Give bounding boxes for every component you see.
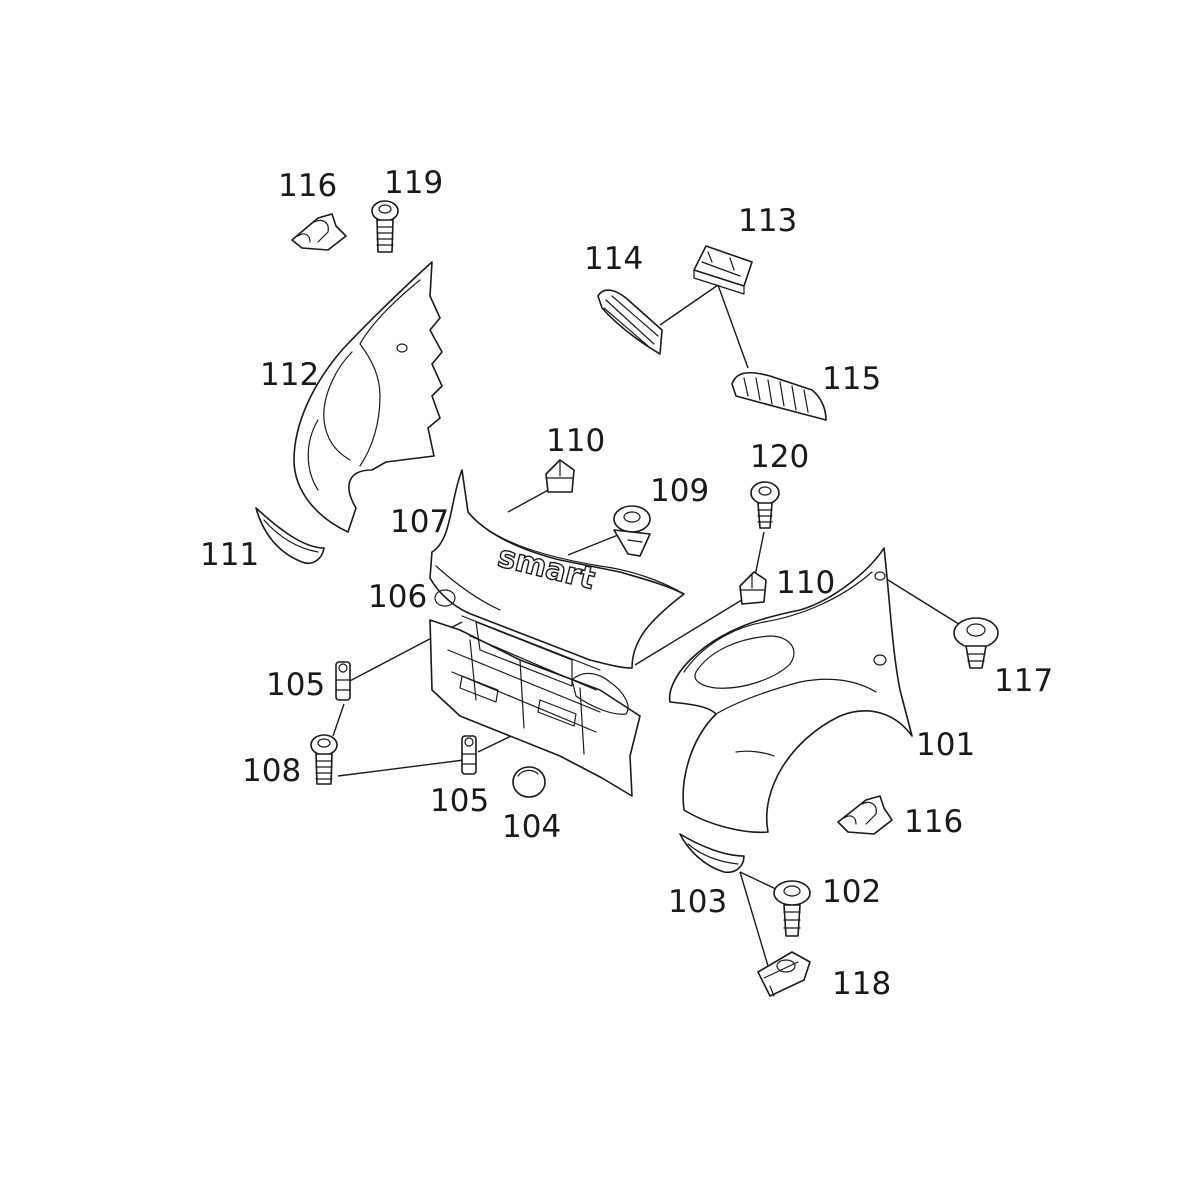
part-116-clip-right	[837, 795, 893, 835]
callout-103: 103	[668, 884, 727, 920]
part-120-bolt	[750, 481, 780, 529]
callout-110-upper: 110	[546, 423, 605, 459]
part-110-clip-upper	[545, 459, 575, 493]
part-101-fender	[668, 547, 913, 834]
callout-119: 119	[384, 165, 443, 201]
part-110-clip-right	[739, 571, 767, 605]
callout-105-lower: 105	[430, 783, 489, 819]
part-105-clip-lower	[461, 735, 477, 775]
part-102-bolt	[773, 880, 811, 937]
callout-108: 108	[242, 753, 301, 789]
callout-101: 101	[916, 727, 975, 763]
callout-labels: 116 119 113 114 112 115 110 120 109 107 …	[200, 165, 1053, 1002]
callout-107: 107	[390, 504, 449, 540]
callout-106: 106	[368, 579, 427, 615]
callout-104: 104	[502, 809, 561, 845]
part-108-bolt	[310, 734, 338, 785]
part-119-bolt	[371, 200, 399, 253]
part-116-clip-top	[291, 213, 347, 251]
part-115-grille	[731, 371, 827, 421]
callout-115: 115	[822, 361, 881, 397]
part-118-nut-clip	[757, 951, 811, 997]
callout-112: 112	[260, 357, 319, 393]
part-104-grommet	[512, 766, 546, 798]
part-113-bracket	[693, 245, 753, 295]
callout-114: 114	[584, 241, 643, 277]
callout-105-upper: 105	[266, 667, 325, 703]
callout-116-top: 116	[278, 168, 337, 204]
part-112-wheel-arch-liner	[293, 261, 443, 533]
part-105-clip-upper	[335, 661, 351, 701]
leader-lines	[332, 284, 963, 967]
callout-102: 102	[822, 874, 881, 910]
callout-118: 118	[832, 966, 891, 1002]
part-109-fastener	[613, 505, 651, 557]
part-117-fastener	[953, 617, 999, 669]
callout-109: 109	[650, 473, 709, 509]
callout-113: 113	[738, 203, 797, 239]
callout-111: 111	[200, 537, 259, 573]
part-106-front-frame	[429, 619, 641, 797]
part-103-trim	[679, 833, 745, 874]
callout-116-right: 116	[904, 804, 963, 840]
part-111-trim	[255, 507, 325, 564]
callout-120: 120	[750, 439, 809, 475]
part-114-grille	[597, 289, 663, 355]
callout-110-right: 110	[776, 565, 835, 601]
callout-117: 117	[994, 663, 1053, 699]
